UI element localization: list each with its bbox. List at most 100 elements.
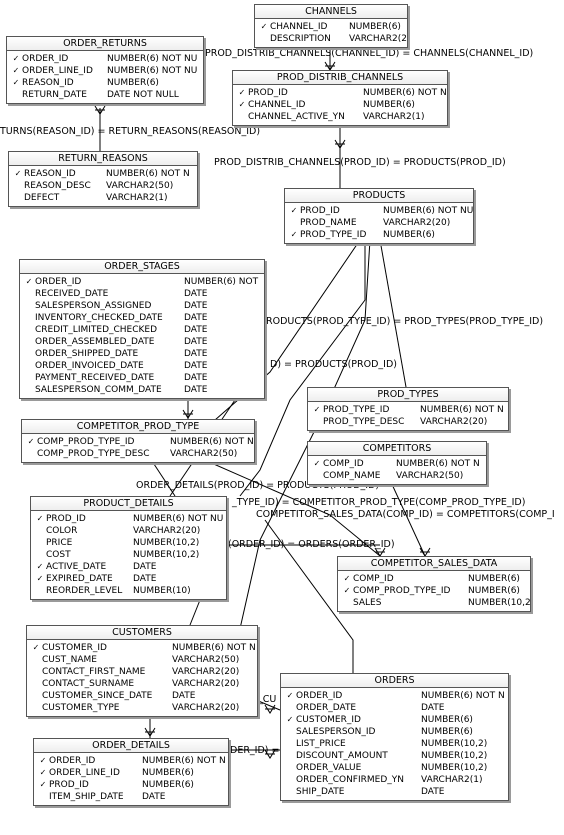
- column-name: CUSTOMER_ID: [296, 715, 361, 725]
- foreign-key-icon: ✓: [290, 230, 298, 239]
- column-type: NUMBER(6) NOT N: [396, 459, 480, 469]
- column-type: NUMBER(10,2): [421, 739, 488, 749]
- column-name: ITEM_SHIP_DATE: [49, 792, 124, 802]
- column-type: NUMBER(10,2): [468, 598, 531, 608]
- column-name: COMP_PROD_TYPE_DESC: [37, 449, 150, 459]
- relationship-label-r5: D) = PRODUCTS(PROD_ID): [270, 359, 397, 370]
- column-type: DATE: [184, 361, 208, 371]
- relationship-label-r4: RODUCTS(PROD_TYPE_ID) = PROD_TYPES(PROD_…: [266, 316, 544, 327]
- column-name: SALESPERSON_ASSIGNED: [35, 301, 152, 311]
- column-type: NUMBER(6) NOT NU: [107, 54, 198, 64]
- relationship-label-r9: (ORDER_ID) = ORDERS(ORDER_ID): [228, 539, 395, 550]
- crows-foot-marker: [144, 727, 156, 737]
- column-name: ORDER_ID: [296, 691, 343, 701]
- column-type: DATE: [421, 787, 445, 797]
- column-type: DATE: [184, 337, 208, 347]
- column-name: DESCRIPTION: [270, 34, 331, 44]
- column-type: DATE: [184, 313, 208, 323]
- column-type: NUMBER(6) NOT N: [170, 437, 254, 447]
- column-type: DATE: [184, 301, 208, 311]
- column-name: CONTACT_FIRST_NAME: [42, 667, 146, 677]
- relationship-line: [149, 457, 176, 497]
- column-name: PROD_TYPE_ID: [323, 405, 390, 415]
- column-type: DATE: [172, 691, 196, 701]
- relationship-label-r8: COMPETITOR_SALES_DATA(COMP_ID) = COMPETI…: [256, 509, 555, 520]
- column-name: PROD_TYPE_ID: [300, 230, 367, 240]
- primary-key-icon: ✓: [313, 459, 321, 468]
- column-name: REORDER_LEVEL: [46, 586, 123, 596]
- column-type: NUMBER(6): [468, 574, 520, 584]
- column-type: DATE: [133, 574, 157, 584]
- primary-key-icon: ✓: [32, 643, 40, 652]
- table-title: RETURN_REASONS: [9, 152, 197, 166]
- column-type: DATE: [421, 703, 445, 713]
- column-type: VARCHAR2(50): [396, 471, 464, 481]
- column-type: NUMBER(10,2): [133, 550, 200, 560]
- column-type: NUMBER(6) NOT N: [142, 756, 226, 766]
- relationship-line: [199, 457, 381, 557]
- table-title: PROD_DISTRIB_CHANNELS: [233, 71, 447, 85]
- foreign-key-icon: ✓: [286, 715, 294, 724]
- relationship-label-r11: DER_ID) =: [230, 745, 280, 756]
- column-name: DISCOUNT_AMOUNT: [296, 751, 388, 761]
- crows-foot-marker: [334, 139, 346, 149]
- column-name: COST: [46, 550, 71, 560]
- column-name: ORDER_ID: [49, 756, 96, 766]
- column-type: NUMBER(6) NOT: [184, 277, 259, 287]
- column-type: NUMBER(6) NOT N: [420, 405, 504, 415]
- table-title: PRODUCT_DETAILS: [31, 497, 226, 511]
- column-name: ORDER_DATE: [296, 703, 357, 713]
- column-name: ORDER_VALUE: [296, 763, 362, 773]
- column-name: SHIP_DATE: [296, 787, 345, 797]
- column-name: CUST_NAME: [42, 655, 97, 665]
- column-type: DATE: [184, 385, 208, 395]
- primary-key-icon: ✓: [343, 574, 351, 583]
- column-name: ORDER_ID: [35, 277, 82, 287]
- column-name: COMP_NAME: [323, 471, 381, 481]
- column-name: DEFECT: [24, 193, 60, 203]
- table-title: ORDER_STAGES: [20, 260, 264, 274]
- table-title: CHANNELS: [255, 5, 407, 19]
- primary-key-icon: ✓: [343, 586, 351, 595]
- column-type: VARCHAR2(20): [420, 417, 488, 427]
- column-type: NUMBER(6) NOT NU: [133, 514, 224, 524]
- column-row: COMP_NAME VARCHAR2(50): [308, 470, 486, 482]
- column-name: REASON_ID: [22, 78, 74, 88]
- column-type: VARCHAR2(1): [363, 112, 425, 122]
- column-type: NUMBER(6): [363, 100, 415, 110]
- relationship-label-r2: TURNS(REASON_ID) = RETURN_REASONS(REASON…: [0, 126, 261, 137]
- column-name: ORDER_SHIPPED_DATE: [35, 349, 139, 359]
- table-title: PROD_TYPES: [308, 388, 508, 402]
- column-type: VARCHAR2(50): [106, 181, 174, 191]
- column-name: PROD_TYPE_DESC: [323, 417, 405, 427]
- foreign-key-icon: ✓: [12, 78, 20, 87]
- column-name: CHANNEL_ID: [248, 100, 306, 110]
